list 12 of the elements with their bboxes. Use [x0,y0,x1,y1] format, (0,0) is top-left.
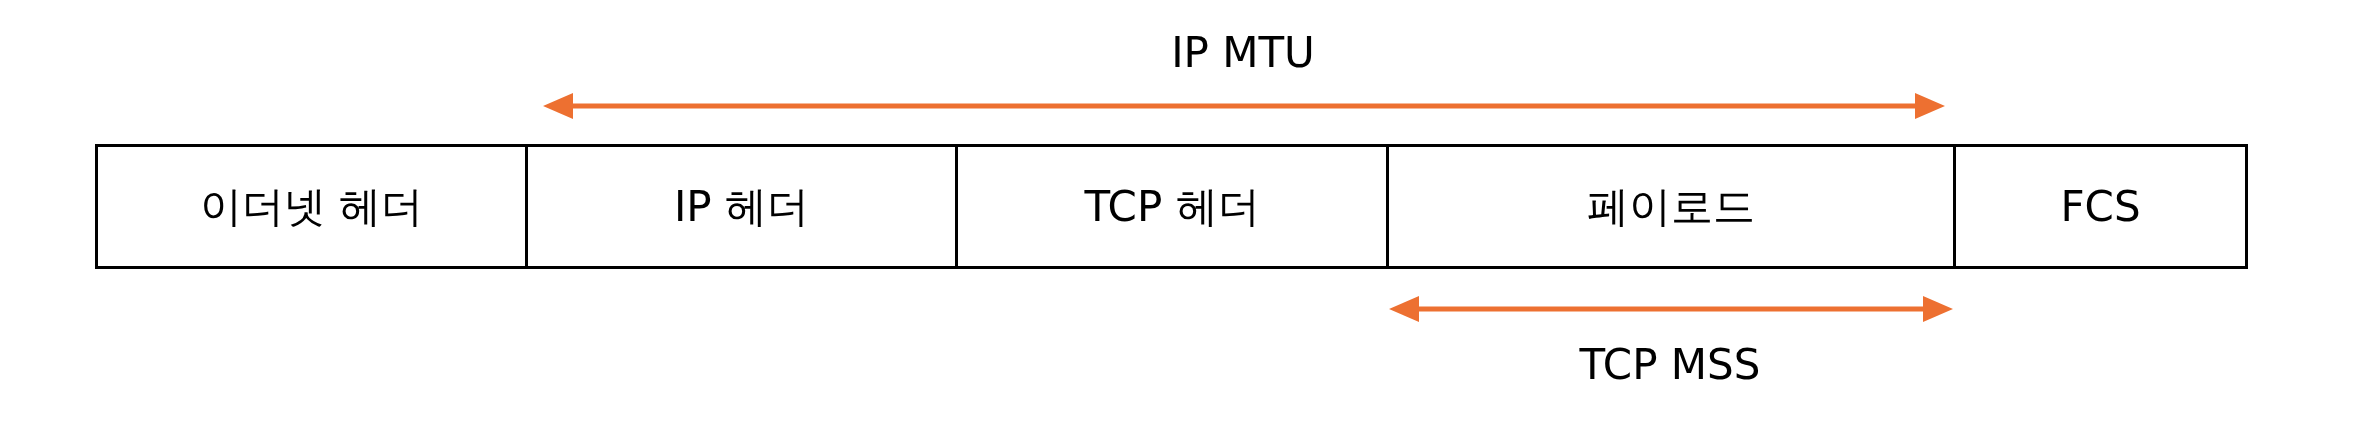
field-name: 페이로드 [1587,180,1755,233]
field-name: FCS [2060,182,2141,231]
field-name: TCP 헤더 [1084,180,1260,233]
field-name: IP 헤더 [673,180,810,233]
packet-field-box [1953,144,2248,269]
dimension-label: TCP MSS [1579,340,1761,389]
packet-field-box [955,144,1389,269]
dimension-label: IP MTU [1171,28,1315,77]
field-name: 이더넷 헤더 [199,180,424,233]
packet-field-box [1386,144,1956,269]
packet-field-box [525,144,958,269]
packet-field-box [95,144,528,269]
